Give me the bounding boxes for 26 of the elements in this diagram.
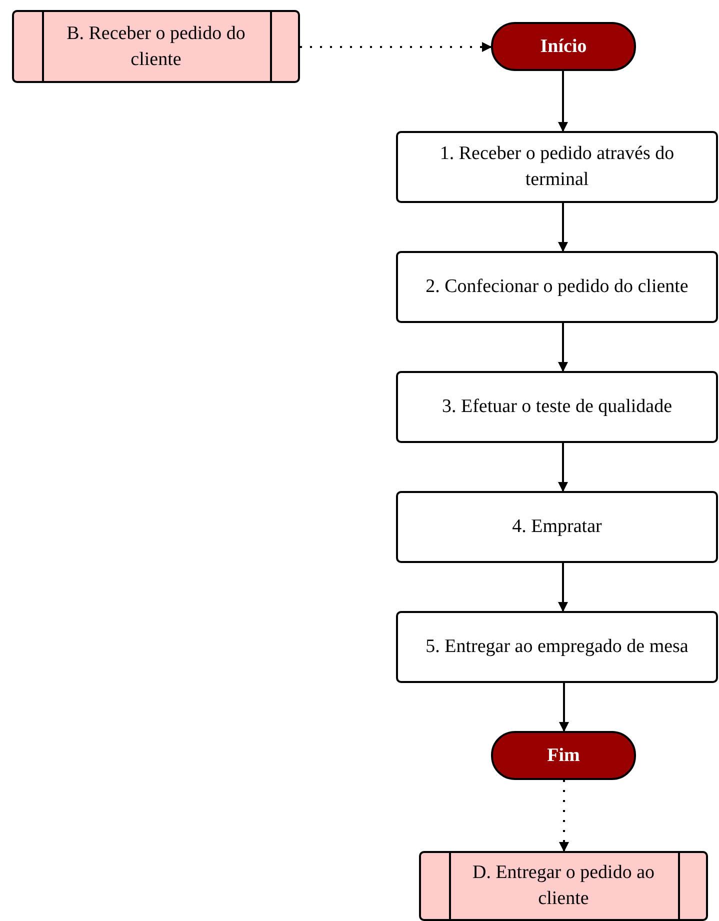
terminator-label: Fim [547, 744, 580, 768]
dotted-arrow [300, 42, 492, 52]
arrow [558, 323, 568, 372]
process-box [396, 371, 718, 443]
terminator-pill [491, 22, 636, 71]
step-label: B. Receber o pedido do cliente [66, 22, 246, 72]
process-box [396, 611, 718, 683]
arrow [558, 71, 568, 132]
step-label: 5. Entregar ao empregado de mesa [426, 635, 688, 659]
subprocess-box [419, 851, 708, 921]
dotted-arrow [559, 780, 569, 852]
subprocess-box [12, 10, 300, 83]
step-label: 2. Confecionar o pedido do cliente [426, 275, 688, 299]
arrow [558, 203, 568, 252]
arrow [559, 683, 569, 732]
process-box [396, 491, 718, 563]
step-label: 4. Empratar [512, 515, 602, 539]
process-box [396, 251, 718, 323]
arrow [558, 563, 568, 612]
terminator-pill [491, 731, 636, 780]
step-label: D. Entregar o pedido ao cliente [471, 861, 656, 911]
step-label: 3. Efetuar o teste de qualidade [442, 395, 672, 419]
terminator-label: Início [540, 34, 587, 58]
step-label: 1. Receber o pedido através do terminal [438, 142, 676, 192]
process-box [396, 131, 718, 203]
arrow [558, 443, 568, 492]
